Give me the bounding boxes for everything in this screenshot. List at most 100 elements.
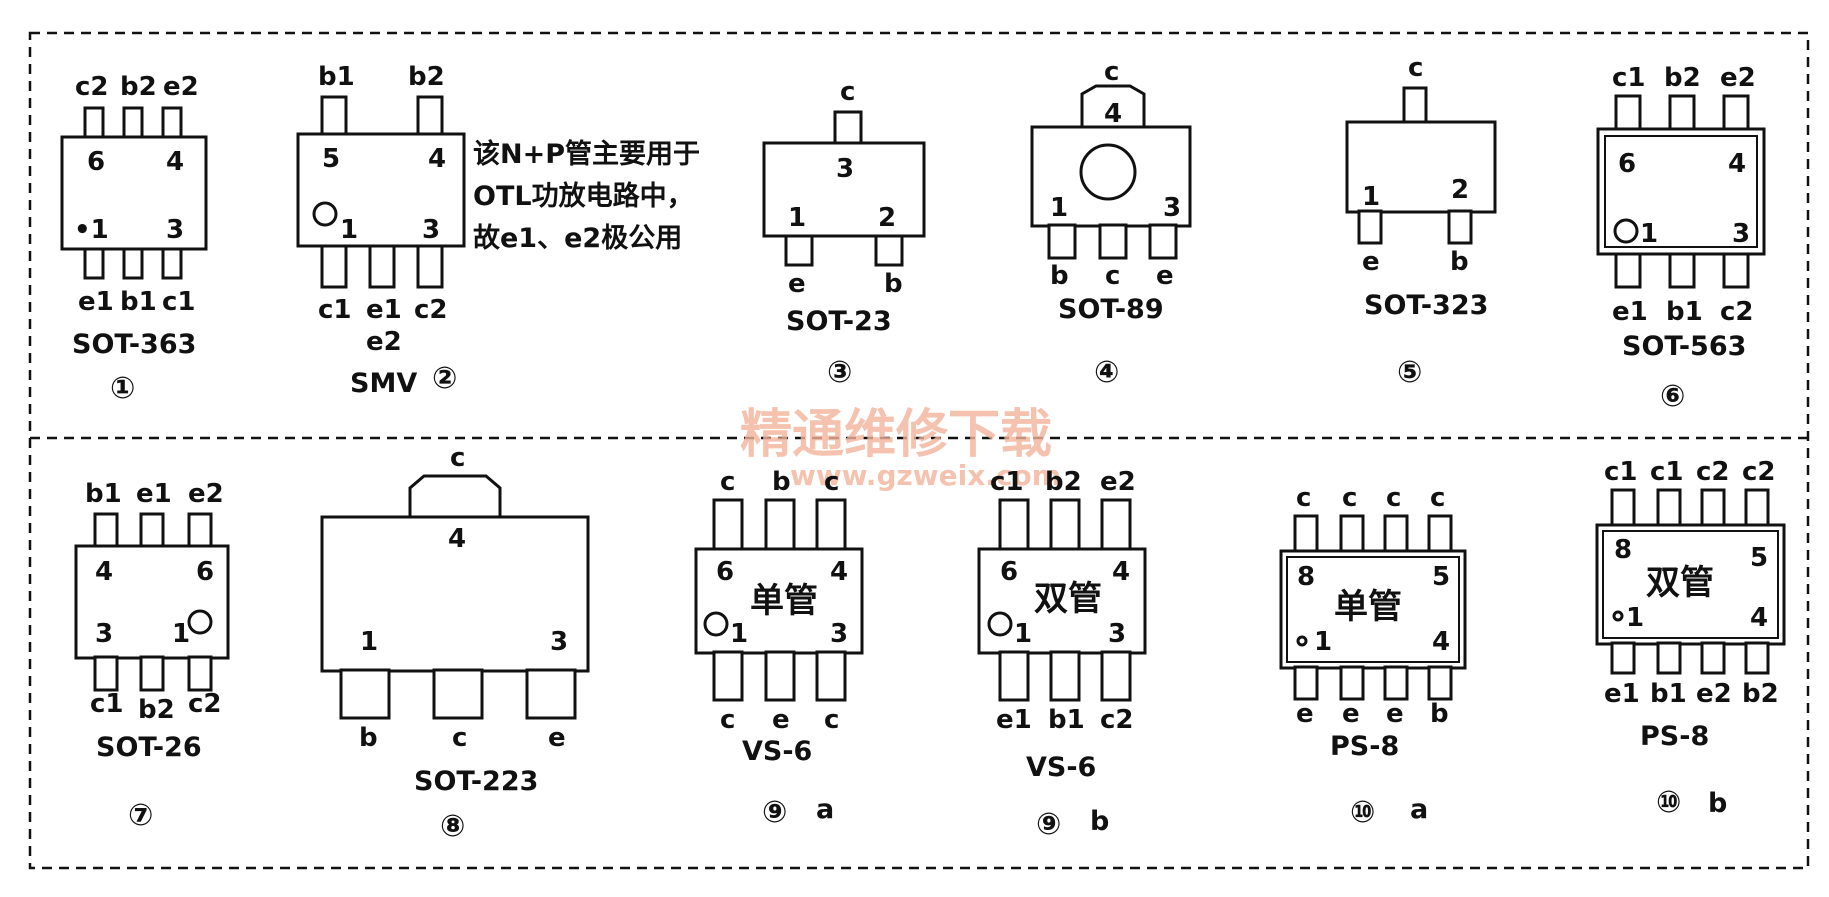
package-name: PS-8	[1330, 731, 1399, 762]
pin-label: b1	[1048, 705, 1085, 735]
pin-number: 5	[322, 144, 340, 174]
pin-label: e2	[1100, 467, 1136, 497]
pin-label: c1	[1612, 63, 1646, 93]
package-name: VS-6	[1026, 752, 1096, 783]
pin-label: e	[1156, 261, 1174, 291]
pin-label: c	[1386, 483, 1401, 513]
pin-number: 1	[1050, 193, 1068, 223]
pin-label: e	[548, 723, 566, 753]
package-label: 双管	[1034, 579, 1102, 619]
pin-number: 3	[830, 619, 848, 649]
pin-number: 3	[550, 627, 568, 657]
package-index: ①	[110, 371, 135, 406]
pin-number: 3	[1163, 193, 1181, 223]
pin-number: 3	[422, 215, 440, 245]
watermark-url: www.gzweix.com	[790, 459, 1061, 492]
pin-label: b2	[120, 72, 157, 102]
note-line: 故e1、e2极公用	[473, 223, 682, 254]
pin-label: c	[1408, 53, 1423, 83]
pin-label: e	[1296, 699, 1314, 729]
pin-number: 1	[1362, 182, 1380, 212]
pin-label: c	[1296, 483, 1311, 513]
pin-number: 3	[166, 215, 184, 245]
pin-label: c2	[414, 295, 448, 325]
pin-label: c1	[1604, 457, 1638, 487]
pin-label: e	[772, 705, 790, 735]
package-name: SOT-563	[1622, 331, 1746, 362]
pin-number: 2	[878, 203, 896, 233]
annotation-note: 该N+P管主要用于 OTL功放电路中， 故e1、e2极公用	[473, 138, 700, 254]
note-line: OTL功放电路中，	[473, 180, 694, 212]
pin-label: b	[1050, 261, 1069, 291]
pin-number: 8	[1614, 535, 1632, 565]
package-name: VS-6	[742, 736, 812, 767]
pin-label: c	[840, 77, 855, 107]
pin-number: 1	[1014, 619, 1032, 649]
pin-label: c2	[1696, 457, 1730, 487]
pin-label: c	[452, 723, 467, 753]
pin-number: 4	[830, 557, 848, 587]
package-sot-26: b1 e1 e2 4 6 3 1 c1 b2 c2 SOT-26 ⑦	[74, 479, 230, 833]
package-sot-363: c2 b2 e2 6 4 •1 3 e1 b1 c1 SOT-363 ①	[60, 72, 208, 406]
pin-number: 4	[1728, 149, 1746, 179]
package-label: 单管	[1334, 587, 1402, 627]
pin-number: 4	[428, 144, 446, 174]
package-index: ②	[432, 361, 457, 396]
pin-label: c	[1342, 483, 1357, 513]
package-smv: b1 b2 5 4 1 3 c1 e1 c2 e2 SMV ②	[296, 62, 466, 399]
pin-label: b2	[138, 695, 175, 725]
pin-label: c	[1105, 261, 1120, 291]
pin-label: b	[1450, 247, 1469, 277]
pin-label: e1	[136, 479, 172, 509]
pin-label: e2	[1720, 63, 1756, 93]
pin-number: •1	[74, 215, 109, 245]
package-sot-23: c 3 1 2 e b SOT-23 ③	[762, 77, 926, 390]
pin-label: e	[1342, 699, 1360, 729]
package-index: ⑧	[440, 809, 465, 844]
pin-number: 3	[1108, 619, 1126, 649]
pin-number: 4	[166, 147, 184, 177]
package-sot-89: c 4 1 3 b c e SOT-89 ④	[1030, 57, 1192, 390]
package-name: SMV	[350, 368, 417, 399]
package-suffix: a	[816, 794, 834, 825]
pin-label: c	[824, 705, 839, 735]
pin-label: b1	[85, 479, 122, 509]
pin-label: e	[788, 269, 806, 299]
package-sot-323: c 1 2 e b SOT-323 ⑤	[1345, 53, 1497, 390]
pin-number: 6	[1000, 557, 1018, 587]
package-index: ⑩	[1656, 785, 1681, 820]
package-index: ③	[827, 355, 852, 390]
pin-number: 4	[1432, 627, 1450, 657]
pin-label: c	[1104, 57, 1119, 87]
package-label: 双管	[1646, 563, 1714, 603]
pin-number: 3	[1732, 219, 1750, 249]
pin-number: 3	[95, 619, 113, 649]
pin-number: 1	[340, 215, 358, 245]
outer-frame	[28, 31, 1810, 870]
pin-number: 1	[730, 619, 748, 649]
pin-number: 5	[1432, 562, 1450, 592]
pin-label: c1	[318, 295, 352, 325]
pin-number: 2	[1451, 175, 1469, 205]
package-sot-223: c 4 1 3 b c e SOT-223 ⑧	[320, 443, 590, 844]
pin-label: b2	[408, 62, 445, 92]
pin-number: 1	[172, 619, 190, 649]
pin-label: c	[720, 705, 735, 735]
pin-label: c2	[75, 72, 109, 102]
pin-label: e2	[163, 72, 199, 102]
pin-label: c	[720, 467, 735, 497]
package-name: PS-8	[1640, 721, 1709, 752]
pin-label: e2	[188, 479, 224, 509]
pin-number: 1	[788, 203, 806, 233]
pin-number: 6	[716, 557, 734, 587]
pin-label: e1	[366, 295, 402, 325]
pin-number: 6	[87, 147, 105, 177]
pin-label: c	[824, 467, 839, 497]
pin-label: c1	[990, 467, 1024, 497]
pin-number: 1	[1626, 603, 1644, 633]
package-name: SOT-223	[414, 766, 538, 797]
pin-label: e2	[366, 327, 402, 357]
watermark-cn: 精通维修下载	[740, 404, 1052, 465]
pin-label: b1	[120, 287, 157, 317]
